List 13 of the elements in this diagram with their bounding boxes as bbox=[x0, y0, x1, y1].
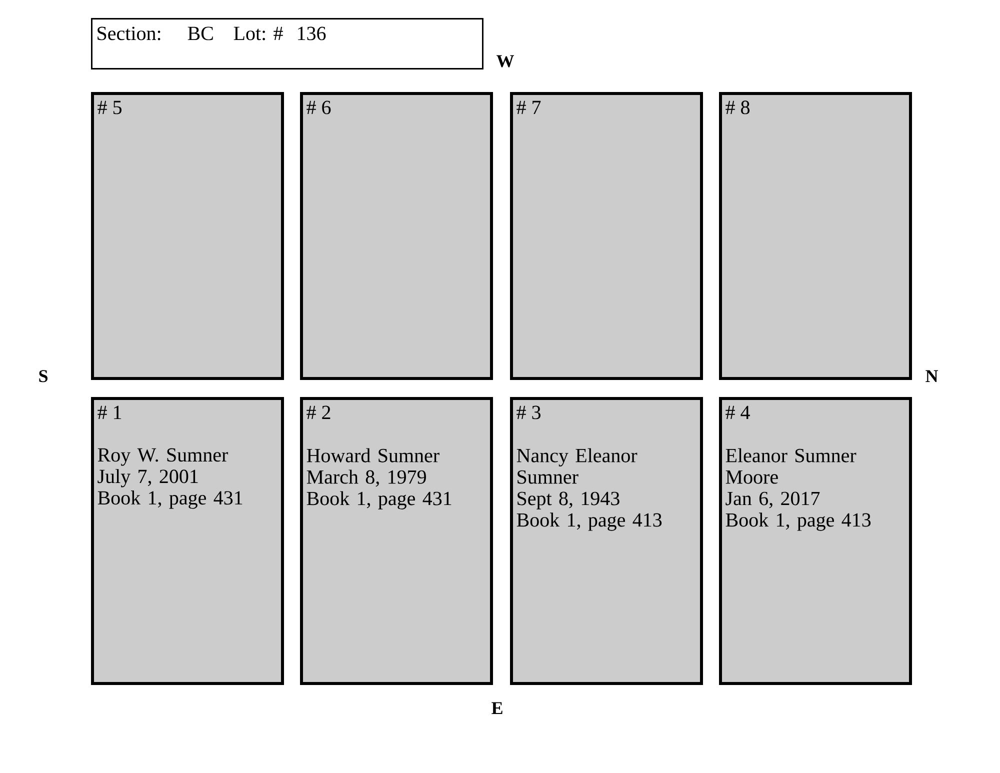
plot-box: # 3 Nancy Eleanor Sumner Sept 8, 1943 Book 1, page 413 bbox=[510, 396, 703, 685]
plot-box: # 1 Roy W. Sumner July 7, 2001 Book 1, page 431 bbox=[91, 396, 284, 685]
plot-box: # 4 Eleanor Sumner Moore Jan 6, 2017 Book 1, page 413 bbox=[719, 396, 912, 685]
plot-box: # 2 Howard Sumner March 8, 1979 Book 1, page 431 bbox=[300, 396, 493, 685]
compass-label: W bbox=[496, 55, 514, 68]
plot-box: # 8 bbox=[719, 92, 912, 380]
plot-box: # 6 bbox=[300, 92, 493, 380]
compass-label: E bbox=[492, 702, 502, 714]
header-box: Section: BC Lot: # 136 bbox=[91, 18, 484, 70]
compass-label: S bbox=[39, 370, 48, 382]
compass-label: N bbox=[926, 370, 938, 382]
plot-box: # 7 bbox=[510, 92, 703, 380]
plot-box: # 5 bbox=[91, 92, 284, 380]
